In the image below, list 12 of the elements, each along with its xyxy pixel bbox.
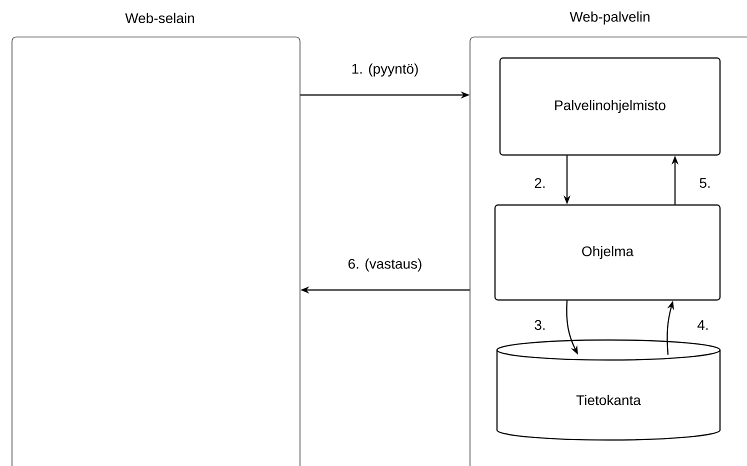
- frame-title: Web-palvelin: [570, 11, 650, 25]
- frame-title: Web-selain: [125, 12, 194, 24]
- process-box: Palvelinohjelmisto: [499, 57, 721, 156]
- edge-label: 6. (vastaus): [346, 257, 424, 273]
- edge-label: 3.: [533, 319, 547, 331]
- edge-label: 4.: [696, 319, 710, 331]
- database-cylinder: Tietokanta: [496, 339, 721, 441]
- node-label: Tietokanta: [576, 394, 641, 406]
- edge-label: 5.: [698, 177, 712, 189]
- process-box: Ohjelma: [494, 204, 721, 301]
- edge-label: 2.: [533, 177, 547, 189]
- edge-label: 1. (pyyntö): [350, 62, 420, 78]
